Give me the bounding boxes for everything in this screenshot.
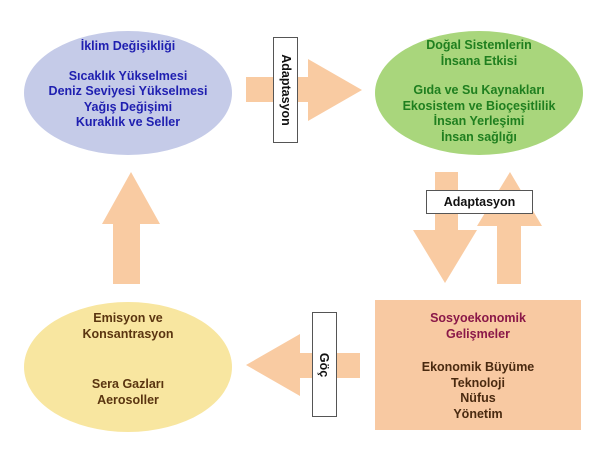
- emissions-item: Aerosoller: [97, 392, 159, 407]
- natural-item: Gıda ve Su Kaynakları: [413, 83, 545, 97]
- adaptation-label-right-text: Adaptasyon: [443, 195, 516, 209]
- emissions-ellipse: [24, 302, 232, 432]
- socioeconomic-item: Nüfus: [460, 391, 496, 405]
- socioeconomic-title: Sosyoekonomik: [430, 311, 526, 325]
- arrow-right-adaptation: [246, 59, 362, 121]
- adaptation-label-right: Adaptasyon: [426, 190, 533, 214]
- adaptation-label-top: Adaptasyon: [273, 37, 298, 143]
- natural-item: İnsan Yerleşimi: [433, 114, 525, 128]
- arrow-up-socio-to-natural: [477, 172, 542, 284]
- socioeconomic-item: Yönetim: [453, 406, 503, 421]
- climate-change-ellipse: [24, 31, 232, 155]
- natural-systems-node: Doğal Sistemlerin İnsana Etkisi Gıda ve …: [375, 38, 583, 145]
- natural-systems-ellipse: [375, 31, 583, 155]
- climate-item: Sıcaklık Yükselmesi: [68, 68, 188, 83]
- climate-change-node: İklim Değişikliği Sıcaklık Yükselmesi De…: [24, 39, 232, 131]
- emissions-title: Konsantrasyon: [82, 326, 174, 341]
- adaptation-label-top-text: Adaptasyon: [278, 54, 293, 126]
- natural-systems-title: Doğal Sistemlerin: [426, 38, 532, 52]
- arrow-down-natural-to-socio: [413, 172, 477, 283]
- socioeconomic-node: Sosyoekonomik Gelişmeler Ekonomik Büyüme…: [375, 311, 581, 422]
- arrow-left-migration: [246, 334, 360, 396]
- emissions-node: Emisyon ve Konsantrasyon Sera Gazları Ae…: [24, 311, 232, 408]
- climate-change-title: İklim Değişikliği: [80, 39, 176, 53]
- migration-label-text: Göç: [317, 352, 332, 377]
- emissions-item: Sera Gazları: [91, 377, 165, 391]
- natural-item: İnsan sağlığı: [441, 129, 517, 144]
- socioeconomic-box: [375, 300, 581, 430]
- socioeconomic-title: Gelişmeler: [446, 326, 510, 341]
- natural-systems-title: İnsana Etkisi: [440, 53, 518, 68]
- climate-item: Kuraklık ve Seller: [75, 115, 181, 129]
- migration-label: Göç: [312, 312, 337, 417]
- emissions-title: Emisyon ve: [93, 311, 163, 325]
- natural-item: Ekosistem ve Bioçeşitlilik: [402, 98, 556, 113]
- climate-item: Deniz Seviyesi Yükselmesi: [48, 84, 208, 98]
- socioeconomic-item: Ekonomik Büyüme: [421, 360, 535, 374]
- arrow-up-emissions-to-climate: [102, 172, 160, 284]
- socioeconomic-item: Teknoloji: [451, 375, 505, 390]
- climate-item: Yağış Değişimi: [83, 99, 173, 114]
